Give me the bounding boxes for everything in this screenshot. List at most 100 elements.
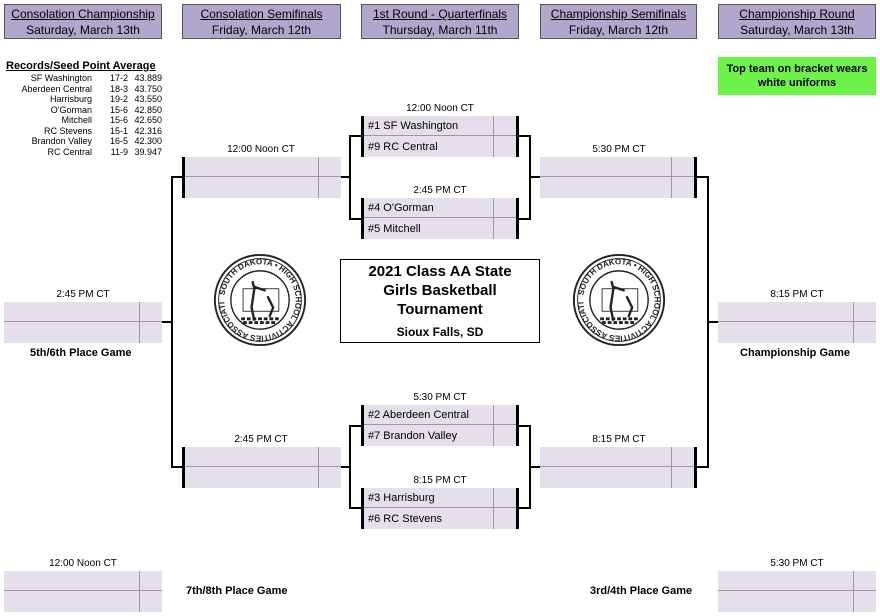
team-slot-top[interactable]	[185, 157, 341, 177]
team-slot-bottom[interactable]: #6 RC Stevens	[368, 513, 442, 525]
header-title: Consolation Championship	[11, 7, 155, 21]
record-team: Aberdeen Central	[21, 83, 92, 94]
label-championship-game: Championship Game	[740, 347, 851, 359]
header-date: Saturday, March 13th	[740, 23, 854, 37]
game-time: 2:45 PM CT	[413, 185, 467, 196]
game-time: 5:30 PM CT	[592, 144, 646, 155]
score-divider	[671, 447, 672, 488]
connector	[530, 176, 540, 178]
record-avg: 42.650	[134, 115, 162, 125]
connector	[519, 507, 531, 509]
team-slot-top[interactable]	[718, 571, 876, 591]
title-line3: Tournament	[397, 301, 483, 318]
label-5th-6th-place: 5th/6th Place Game	[30, 347, 132, 359]
header-date: Friday, March 12th	[211, 23, 312, 37]
connector	[519, 135, 531, 137]
record-team: Mitchell	[61, 115, 92, 125]
team-slot-top[interactable]	[540, 157, 694, 177]
record-wl: 17-2	[109, 73, 128, 83]
game-time: 8:15 PM CT	[770, 289, 824, 300]
tournament-title: 2021 Class AA State Girls Basketball Tou…	[340, 259, 540, 343]
connector	[708, 321, 718, 323]
team-slot-top[interactable]	[718, 302, 876, 322]
record-avg: 43.750	[134, 83, 162, 94]
title-location: Sioux Falls, SD	[396, 325, 484, 339]
header-title: Championship Semifinals	[550, 7, 687, 21]
header-title: Championship Round	[739, 7, 855, 21]
sdhsaa-logo-right: SOUTH DAKOTA • HIGH SCHOOL ACTIVITIES AS…	[572, 253, 666, 347]
team-slot-top[interactable]: #3 Harrisburg	[364, 488, 516, 508]
game-qf4: #3 Harrisburg #6 RC Stevens	[361, 488, 519, 529]
game-cs1	[182, 157, 341, 198]
game-ss2	[540, 447, 697, 488]
team-slot-top[interactable]	[4, 571, 162, 591]
record-avg: 42.850	[134, 104, 162, 115]
connector	[341, 466, 350, 468]
game-qf1: #1 SF Washington #9 RC Central	[361, 116, 519, 157]
connector	[349, 135, 351, 220]
record-avg: 42.316	[134, 125, 162, 136]
score-divider	[493, 198, 494, 239]
game-ss1	[540, 157, 697, 198]
team-slot-bottom[interactable]: #7 Brandon Valley	[368, 430, 458, 442]
score-divider	[493, 405, 494, 446]
connector	[349, 425, 361, 427]
connector	[171, 466, 182, 468]
header-date: Friday, March 12th	[568, 23, 669, 37]
score-divider	[853, 302, 854, 343]
label-3rd-4th-place: 3rd/4th Place Game	[590, 585, 693, 597]
record-team: Harrisburg	[49, 94, 92, 104]
score-divider	[853, 571, 854, 612]
header-title: 1st Round - Quarterfinals	[372, 7, 508, 21]
connector	[349, 135, 361, 137]
score-divider	[318, 447, 319, 488]
uniform-note: Top team on bracket wears white uniforms	[718, 57, 876, 95]
team-slot-top[interactable]	[4, 302, 162, 322]
record-row: Aberdeen Central 18-3 43.750	[6, 84, 162, 95]
score-divider	[671, 157, 672, 198]
game-p34	[718, 571, 876, 612]
team-slot-top[interactable]: #1 SF Washington	[364, 116, 516, 136]
header-date: Thursday, March 11th	[382, 23, 498, 37]
game-time: 12:00 Noon CT	[406, 103, 474, 114]
connector	[519, 425, 531, 427]
game-time: 5:30 PM CT	[770, 558, 824, 569]
record-team: Brandon Valley	[31, 136, 92, 146]
team-slot-top[interactable]: #2 Aberdeen Central	[364, 405, 516, 425]
game-time: 12:00 Noon CT	[227, 144, 295, 155]
record-wl: 15-1	[109, 125, 128, 136]
team-slot-top[interactable]	[540, 447, 694, 467]
record-avg: 42.300	[134, 136, 162, 146]
record-avg: 39.947	[134, 146, 162, 157]
team-slot-bottom[interactable]: #5 Mitchell	[368, 223, 421, 235]
record-team: RC Central	[47, 146, 92, 157]
score-divider	[139, 302, 140, 343]
team-slot-bottom[interactable]: #9 RC Central	[368, 141, 438, 153]
header-date: Saturday, March 13th	[26, 23, 140, 37]
connector	[171, 176, 173, 468]
connector	[697, 466, 708, 468]
game-cs2	[182, 447, 341, 488]
record-wl: 18-3	[109, 83, 128, 94]
game-time: 2:45 PM CT	[234, 434, 288, 445]
team-slot-top[interactable]	[185, 447, 341, 467]
connector	[171, 176, 182, 178]
game-qf3: #2 Aberdeen Central #7 Brandon Valley	[361, 405, 519, 446]
game-time: 8:15 PM CT	[413, 475, 467, 486]
team-slot-top[interactable]: #4 O'Gorman	[364, 198, 516, 218]
connector	[530, 466, 540, 468]
game-champ	[718, 302, 876, 343]
game-time: 2:45 PM CT	[56, 289, 110, 300]
connector	[519, 218, 531, 220]
title-line2: Girls Basketball	[383, 282, 497, 299]
connector	[349, 507, 361, 509]
